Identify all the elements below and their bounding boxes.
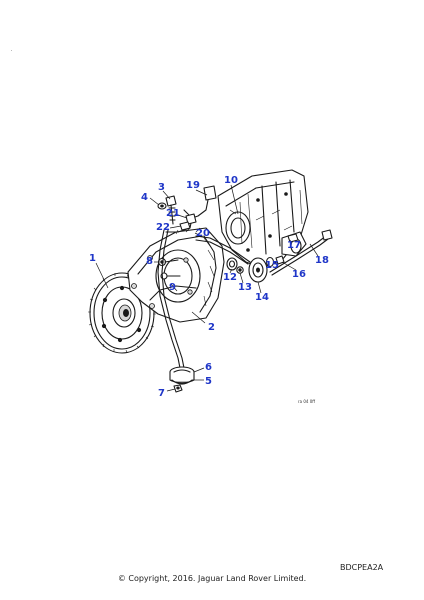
callout-13: 13 <box>238 282 252 293</box>
part-3-bolt <box>165 195 177 225</box>
part-8-bolt <box>157 257 179 267</box>
part-6-mount-pad <box>169 366 195 384</box>
copyright-notice: © Copyright, 2016. Jaguar Land Rover Lim… <box>117 574 307 583</box>
callout-labels: 1 2 3 4 5 6 7 8 9 10 12 13 14 15 16 17 1… <box>89 175 329 404</box>
callout-21: 21 <box>166 208 180 219</box>
callout-6: 6 <box>205 362 212 373</box>
part-17-fitting <box>287 233 299 243</box>
part-18-dipstick-tube <box>269 229 333 276</box>
callout-17: 17 <box>287 240 301 251</box>
part-12-seal <box>226 257 238 271</box>
harness-run <box>157 229 185 369</box>
callout-22: 22 <box>156 222 170 233</box>
leader-lines <box>95 184 319 392</box>
part-5-mount-base <box>171 379 193 385</box>
callout-18: 18 <box>315 255 329 266</box>
part-10-gearbox-casing <box>217 169 309 269</box>
part-13-bolt <box>236 266 244 274</box>
callout-4: 4 <box>141 192 148 203</box>
diagram-id: BDCPEA2A <box>340 563 384 572</box>
part-15-washer <box>265 256 275 268</box>
part-22-clip <box>179 221 191 231</box>
callout-14: 14 <box>255 292 269 303</box>
callout-9: 9 <box>169 282 176 293</box>
callout-2: 2 <box>208 322 215 333</box>
small-reference-code: ra 04 0ff <box>298 399 315 404</box>
part-4-washer <box>157 202 167 210</box>
part-2-bell-housing <box>127 227 225 323</box>
callout-20: 20 <box>196 228 210 239</box>
callout-10: 10 <box>224 175 238 186</box>
callout-15: 15 <box>265 260 279 271</box>
callout-19: 19 <box>186 180 200 191</box>
callout-7: 7 <box>158 388 165 399</box>
callout-8: 8 <box>146 256 153 267</box>
scan-speck <box>11 50 12 51</box>
callout-1: 1 <box>89 253 96 264</box>
callout-5: 5 <box>205 376 212 387</box>
callout-3: 3 <box>158 182 165 193</box>
callout-16: 16 <box>292 269 306 280</box>
part-7-nut <box>173 384 183 393</box>
callout-12: 12 <box>223 272 237 283</box>
